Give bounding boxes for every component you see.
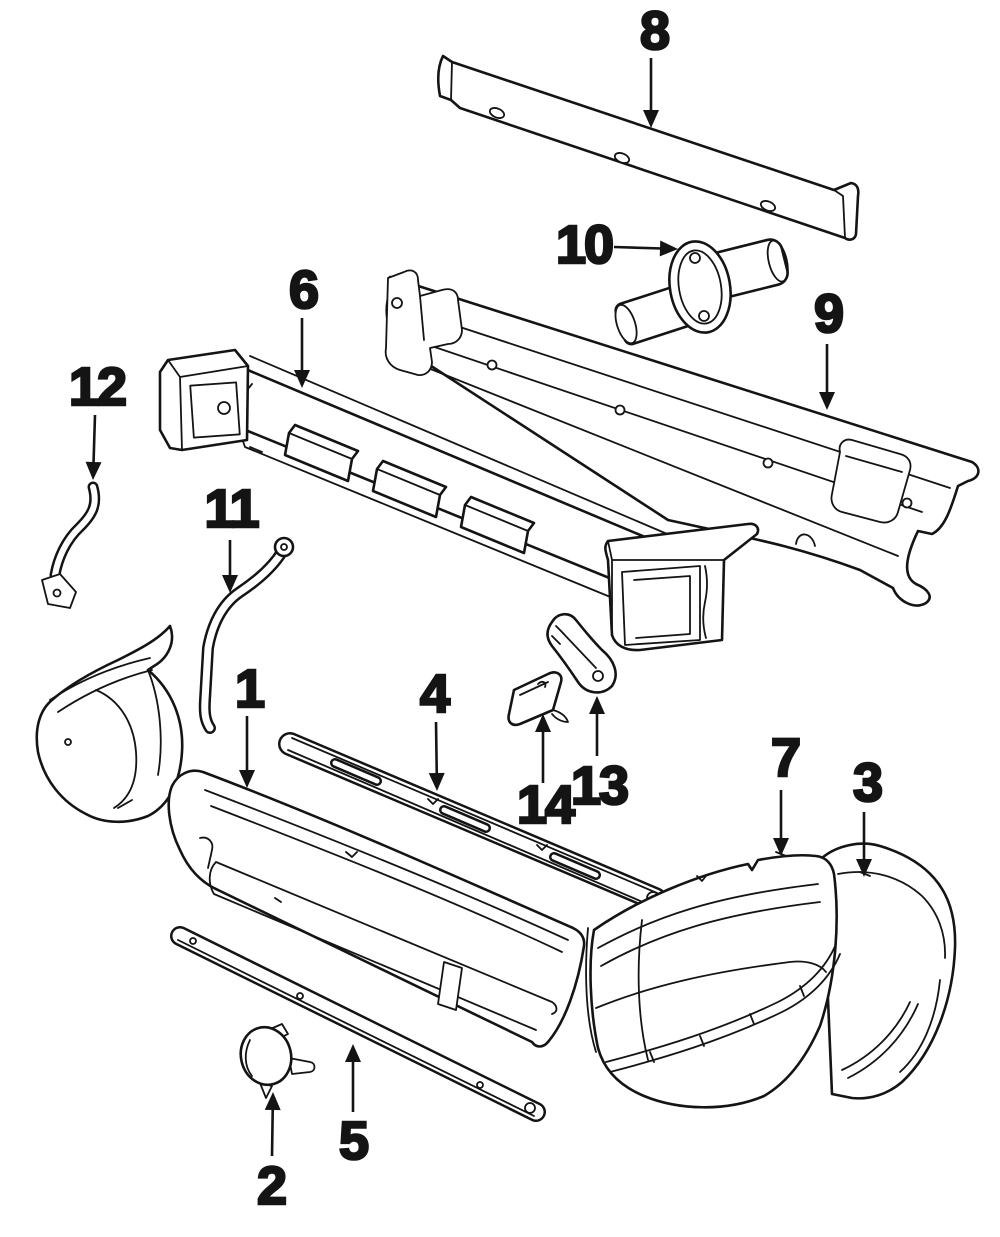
part-upper-sill-strip (437, 54, 860, 241)
callout-arrowhead-10 (659, 240, 678, 257)
callout-arrowhead-14 (535, 714, 551, 732)
callout-number-13: 13 (571, 756, 628, 816)
part-lower-strip (170, 926, 546, 1122)
part-plug-cap (239, 1023, 316, 1099)
callout-number-2: 2 (257, 1156, 285, 1216)
callout-number-7: 7 (771, 728, 799, 788)
callout-arrowhead-2 (264, 1092, 281, 1111)
callout-number-12: 12 (69, 357, 125, 417)
callout-arrowhead-5 (345, 1044, 361, 1062)
callout-arrowhead-1 (239, 770, 255, 788)
part-reinforcement-beam (158, 348, 760, 652)
callout-number-10: 10 (556, 215, 612, 275)
part-corner-bracket (546, 612, 617, 694)
callout-arrowhead-13 (589, 696, 605, 714)
callout-number-3: 3 (853, 753, 882, 813)
part-tube-bracket (614, 238, 789, 346)
callout-arrowhead-7 (773, 838, 789, 856)
callout-number-8: 8 (640, 1, 669, 61)
callout-arrowhead-3 (856, 859, 872, 877)
callout-arrow-12 (92, 414, 97, 465)
callout-number-11: 11 (204, 479, 258, 539)
callout-number-5: 5 (339, 1111, 368, 1171)
part-support-rod (198, 536, 295, 734)
part-left-end-cap (35, 624, 184, 824)
callout-arrowhead-4 (428, 772, 445, 791)
part-bumper-face-bar (167, 769, 586, 1048)
callout-arrow-4 (434, 721, 439, 776)
callout-number-1: 1 (235, 659, 264, 719)
callout-number-4: 4 (420, 664, 450, 724)
callout-arrow-2 (270, 1107, 275, 1157)
part-small-plate (507, 671, 569, 727)
part-end-cap-inner (585, 851, 841, 1109)
callout-arrowhead-11 (222, 575, 238, 593)
callout-number-9: 9 (814, 284, 843, 344)
callout-arrow-10 (613, 245, 663, 250)
callout-arrowhead-9 (819, 392, 835, 410)
part-impact-strip (278, 732, 667, 911)
part-end-cap-outer (820, 842, 957, 1100)
callout-arrowhead-6 (294, 370, 310, 388)
callout-number-14: 14 (517, 775, 575, 835)
part-rear-mounting-panel (384, 269, 980, 607)
callout-arrowhead-8 (643, 110, 659, 128)
callout-arrowhead-12 (85, 461, 102, 480)
part-s-rod (41, 481, 101, 609)
callout-number-6: 6 (289, 260, 318, 320)
